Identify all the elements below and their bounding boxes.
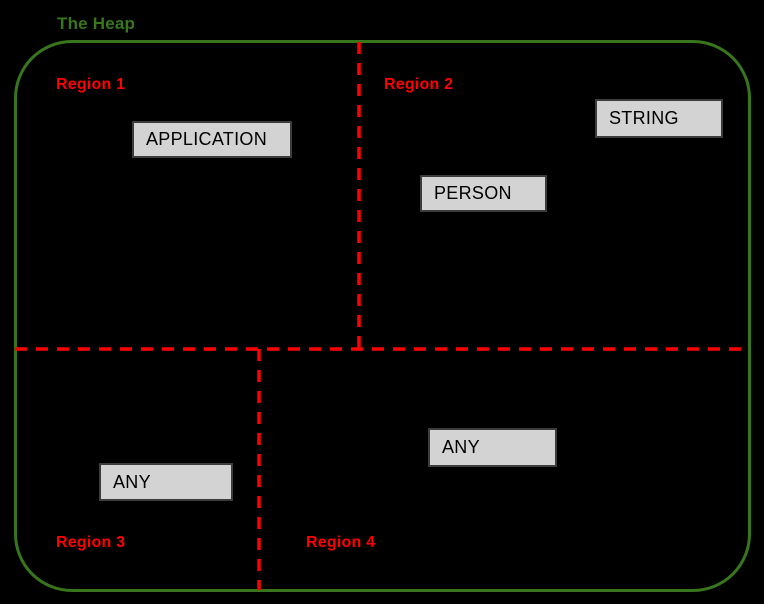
region-3-label: Region 3: [56, 534, 126, 551]
heap-object-any-region3: ANY: [99, 463, 233, 501]
region-2-label: Region 2: [384, 76, 454, 93]
heap-title: The Heap: [57, 14, 136, 33]
region-1-label: Region 1: [56, 76, 126, 93]
heap-boundary-outline: [14, 40, 751, 592]
heap-object-application: APPLICATION: [132, 121, 292, 158]
region-4-label: Region 4: [306, 534, 376, 551]
heap-object-string: STRING: [595, 99, 723, 138]
heap-object-person: PERSON: [420, 175, 547, 212]
heap-object-any-region4: ANY: [428, 428, 557, 467]
